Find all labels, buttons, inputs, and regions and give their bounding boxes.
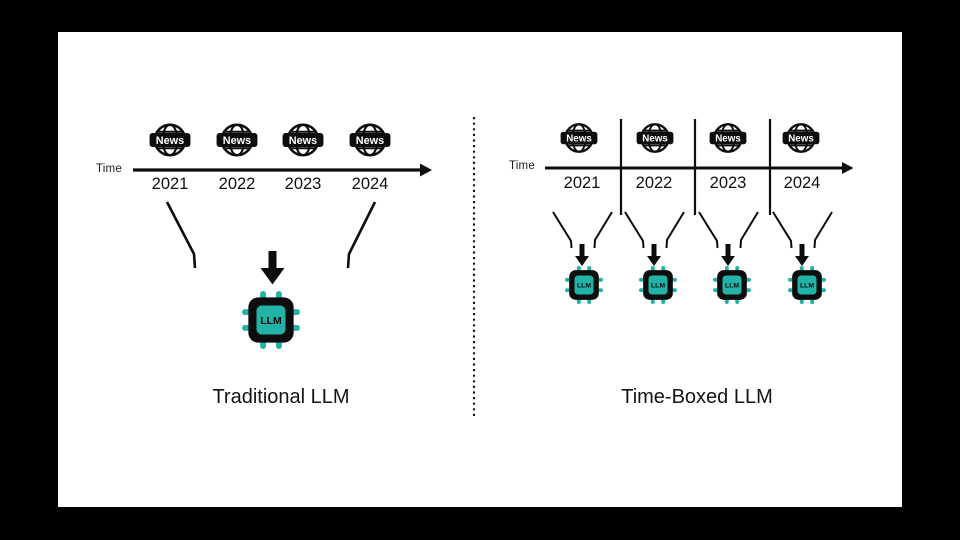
news-banner-label: News: [566, 134, 592, 145]
news-banner-label: News: [642, 134, 668, 145]
chip-pins: [242, 291, 300, 349]
right-year-2024-label: 2024: [783, 174, 821, 192]
chip-label: LLM: [577, 283, 591, 290]
news-banner-label: News: [156, 135, 184, 147]
left-year-2024-label: 2024: [351, 175, 389, 193]
chip-label: LLM: [651, 283, 665, 290]
slide-canvas: [58, 32, 902, 507]
left-panel-caption: Traditional LLM: [212, 386, 350, 408]
chip-pins: [639, 266, 677, 304]
llm-chip-icon: LLM: [639, 266, 677, 309]
news-banner-label: News: [356, 135, 384, 147]
chip-label: LLM: [260, 316, 281, 327]
llm-chip-icon: LLM: [713, 266, 751, 309]
news-banner-label: News: [223, 135, 251, 147]
left-time-label: Time: [96, 163, 122, 175]
news-banner-label: News: [715, 134, 741, 145]
right-year-2023-label: 2023: [709, 174, 747, 192]
llm-chip-icon: LLM: [242, 291, 300, 354]
news-globe-icon: News: [349, 120, 391, 165]
news-globe-icon: News: [709, 120, 747, 161]
news-globe-icon: News: [560, 120, 598, 161]
right-panel-caption: Time-Boxed LLM: [621, 386, 773, 408]
chip-pins: [713, 266, 751, 304]
left-year-2021-label: 2021: [151, 175, 189, 193]
news-banner-label: News: [289, 135, 317, 147]
right-year-2022-label: 2022: [635, 174, 673, 192]
news-globe-icon: News: [636, 120, 674, 161]
news-globe-icon: News: [282, 120, 324, 165]
llm-chip-icon: LLM: [788, 266, 826, 309]
left-year-2023-label: 2023: [284, 175, 322, 193]
news-globe-icon: News: [149, 120, 191, 165]
news-banner-label: News: [788, 134, 814, 145]
chip-label: LLM: [800, 283, 814, 290]
right-year-2021-label: 2021: [563, 174, 601, 192]
chip-pins: [565, 266, 603, 304]
left-year-2022-label: 2022: [218, 175, 256, 193]
llm-chip-icon: LLM: [565, 266, 603, 309]
chip-label: LLM: [725, 283, 739, 290]
chip-pins: [788, 266, 826, 304]
right-time-label: Time: [509, 160, 535, 172]
news-globe-icon: News: [216, 120, 258, 165]
news-globe-icon: News: [782, 120, 820, 161]
